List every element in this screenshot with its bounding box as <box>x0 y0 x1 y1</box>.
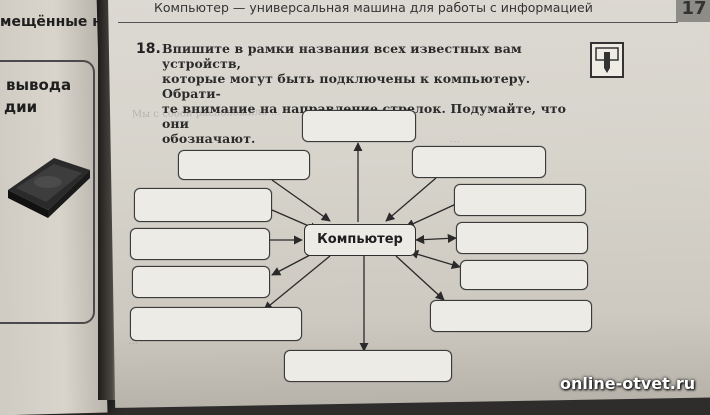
blank-box-right-3[interactable] <box>460 260 588 290</box>
arrow-left-4 <box>263 255 331 311</box>
blank-box-right-2[interactable] <box>456 222 588 254</box>
left-page-fragment-1: вывода <box>6 76 72 94</box>
blank-box-upper-right[interactable] <box>412 146 546 178</box>
task-text: Впишите в рамки названия всех известных … <box>162 41 580 146</box>
task-line: Впишите в рамки названия всех известных … <box>162 41 522 71</box>
arrow-right-2 <box>415 233 457 245</box>
page-number: 17 <box>676 0 710 22</box>
task-number: 18. <box>136 41 161 57</box>
arrow-left-3 <box>271 254 311 276</box>
blank-box-left-1[interactable] <box>134 188 272 222</box>
arrow-upper-left <box>271 179 331 222</box>
pencil-task-icon <box>590 42 624 78</box>
external-drive-illustration <box>8 158 90 218</box>
center-box-computer: Компьютер <box>304 224 416 256</box>
left-page-fragment-top: мещённые не <box>0 14 112 30</box>
task-line: обозначают. <box>162 131 256 146</box>
blank-box-left-4[interactable] <box>130 307 302 341</box>
blank-box-right-4[interactable] <box>430 300 592 332</box>
blank-box-top[interactable] <box>302 110 416 142</box>
watermark: online-otvet.ru <box>560 374 696 393</box>
blank-box-upper-left[interactable] <box>178 150 310 180</box>
task-line: те внимание на направление стрелок. Поду… <box>162 101 567 131</box>
arrow-right-1 <box>405 203 457 228</box>
diagram-arrows <box>263 142 461 352</box>
left-page-fragment-2: дии <box>4 98 38 116</box>
header-rule <box>118 22 678 23</box>
running-header: Компьютер — универсальная машина для раб… <box>154 0 593 15</box>
arrow-upper-right <box>385 177 437 222</box>
arrow-right-3 <box>409 249 461 270</box>
blank-box-left-3[interactable] <box>132 266 270 298</box>
blank-box-bottom[interactable] <box>284 350 452 382</box>
arrow-right-4 <box>395 255 445 301</box>
left-page-frame <box>0 60 95 324</box>
task-line: которые могут быть подключены к компьюте… <box>162 71 531 101</box>
blank-box-left-2[interactable] <box>130 228 270 260</box>
blank-box-right-1[interactable] <box>454 184 586 216</box>
